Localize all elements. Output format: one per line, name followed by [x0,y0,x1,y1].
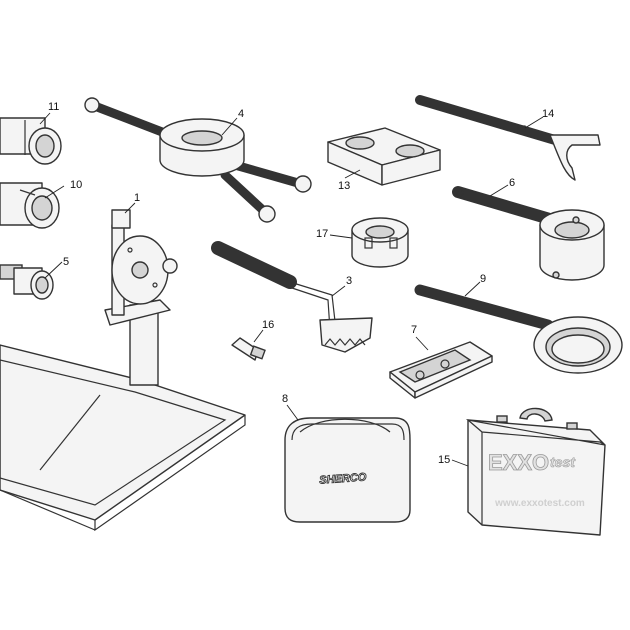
callout-8: 8 [282,393,289,405]
callout-4: 4 [238,108,245,120]
callout-17: 17 [316,228,329,240]
callout-6: 6 [509,177,516,189]
callout-leaders [39,112,544,467]
callout-9: 9 [480,273,487,285]
callout-10: 10 [70,179,83,191]
ring-spanner-9 [414,284,623,374]
block-tool-13 [327,127,441,186]
callout-3: 3 [346,275,353,287]
case-brand-suffix: test [550,454,576,470]
spanner-14 [415,95,601,181]
callout-1: 1 [134,192,141,204]
clutch-holder-3 [211,241,373,353]
adapter-5 [0,264,54,300]
case-brand-mark: EXXO [488,450,549,475]
tool-case-15: EXXO test www.exxotest.com [465,407,606,536]
callout-11: 11 [48,101,60,113]
tool-bag-8: SHERCO [284,417,411,523]
pin-spanner-6 [452,186,605,281]
sleeve-tool-11 [0,117,62,165]
ring-tool-17 [351,217,409,268]
callout-16: 16 [262,319,275,331]
callout-7: 7 [411,324,418,336]
callout-5: 5 [63,256,70,268]
flywheel-holder-4 [84,97,312,223]
workshop-tray [0,344,246,532]
callout-14: 14 [542,108,555,120]
callout-13: 13 [338,180,351,192]
engine-stand [104,209,178,386]
nozzle-16 [231,337,266,361]
sleeve-tool-10 [0,182,60,229]
bag-brand-label: SHERCO [319,471,367,486]
case-website: www.exxotest.com [494,498,585,509]
callout-15: 15 [438,454,451,466]
manual-7 [389,341,493,399]
